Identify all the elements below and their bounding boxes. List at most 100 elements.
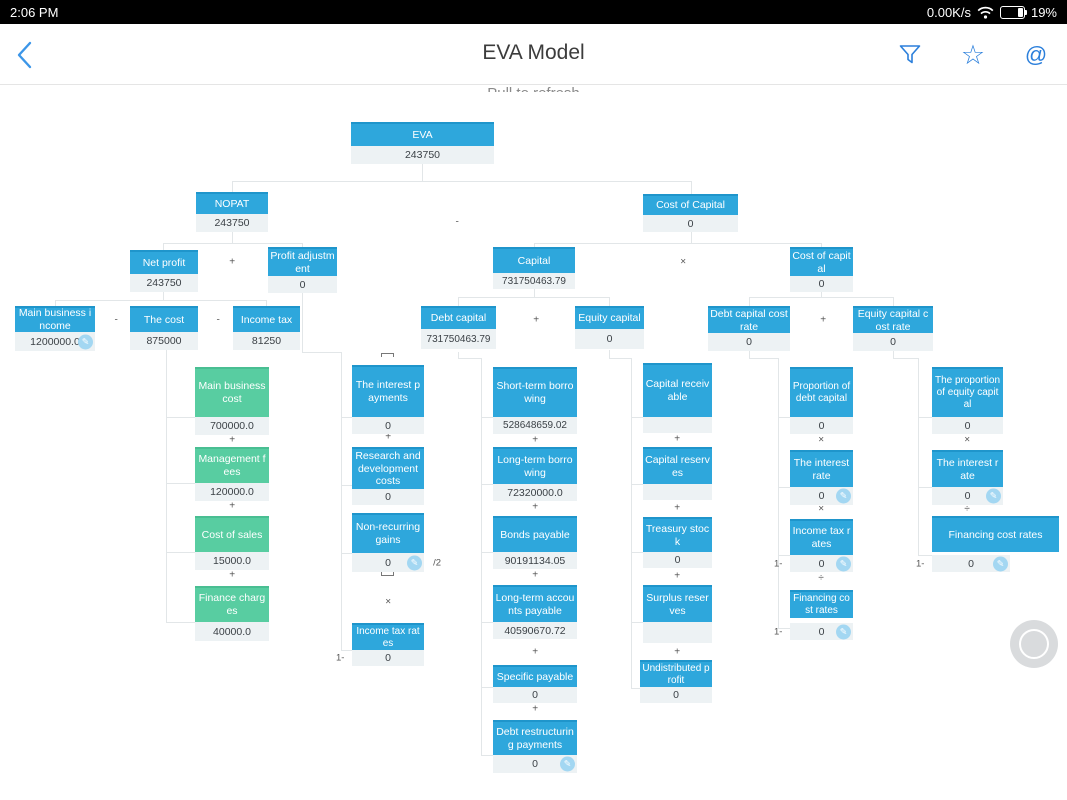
edit-icon[interactable]: ✎ bbox=[560, 756, 575, 772]
node-treasury-stock[interactable]: Treasury stock 0 bbox=[643, 517, 712, 568]
connector-line bbox=[166, 417, 195, 418]
node-label[interactable]: Non-recurring gains bbox=[352, 513, 424, 553]
node-rd-costs[interactable]: Research and development costs 0 bbox=[352, 447, 424, 505]
node-label[interactable]: Income tax rates bbox=[352, 623, 424, 650]
node-cost-of-sales[interactable]: Cost of sales 15000.0 bbox=[195, 516, 269, 570]
node-finance-charges[interactable]: Finance charges 40000.0 bbox=[195, 586, 269, 641]
node-short-term-borrowing[interactable]: Short-term borrowing 528648659.02 bbox=[493, 367, 577, 434]
node-label[interactable]: Specific payable bbox=[493, 665, 577, 687]
node-cost-of-capital[interactable]: Cost of Capital 0 bbox=[643, 194, 738, 232]
node-undistributed-profit[interactable]: Undistributed profit 0 bbox=[640, 660, 712, 703]
node-value: 0✎ bbox=[932, 487, 1003, 505]
node-label[interactable]: Cost of sales bbox=[195, 516, 269, 552]
node-label[interactable]: Proportion of debt capital bbox=[790, 367, 853, 417]
node-proportion-of-debt-capital[interactable]: Proportion of debt capital 0 bbox=[790, 367, 853, 434]
fab-button[interactable] bbox=[1010, 620, 1058, 668]
node-label[interactable]: Equity capital cost rate bbox=[853, 306, 933, 333]
node-label[interactable]: Research and development costs bbox=[352, 447, 424, 489]
node-proportion-of-equity-capital[interactable]: The proportion of equity capital 0 bbox=[932, 367, 1003, 434]
node-debt-capital[interactable]: Debt capital 731750463.79 bbox=[421, 306, 496, 349]
node-label[interactable]: Surplus reserves bbox=[643, 585, 712, 622]
node-label[interactable]: Profit adjustment bbox=[268, 247, 337, 276]
node-capital-receivable[interactable]: Capital receivable bbox=[643, 363, 712, 433]
edit-icon[interactable]: ✎ bbox=[836, 556, 851, 571]
node-label[interactable]: The interest rate bbox=[932, 450, 1003, 487]
edit-icon[interactable]: ✎ bbox=[78, 334, 93, 349]
edit-icon[interactable]: ✎ bbox=[836, 624, 851, 639]
node-label[interactable]: The proportion of equity capital bbox=[932, 367, 1003, 417]
node-equity-capital[interactable]: Equity capital 0 bbox=[575, 306, 644, 349]
node-debt-restructuring-payments[interactable]: Debt restructuring payments 0✎ bbox=[493, 720, 577, 773]
node-main-business-income[interactable]: Main business income 1200000.0✎ bbox=[15, 306, 95, 351]
node-interest-rate-debt[interactable]: The interest rate 0✎ bbox=[790, 450, 853, 505]
edit-icon[interactable]: ✎ bbox=[986, 488, 1001, 504]
node-the-cost[interactable]: The cost 875000 bbox=[130, 306, 198, 350]
node-non-recurring-gains[interactable]: Non-recurring gains 0✎/2 bbox=[352, 513, 441, 572]
node-debt-capital-cost-rate[interactable]: Debt capital cost rate 0 bbox=[708, 306, 790, 351]
node-main-business-cost[interactable]: Main business cost 700000.0 bbox=[195, 367, 269, 435]
node-label[interactable]: Bonds payable bbox=[493, 516, 577, 552]
node-financing-cost-rates-equity[interactable]: Financing cost rates 1-0✎ bbox=[916, 516, 1059, 572]
node-income-tax[interactable]: Income tax 81250 bbox=[233, 306, 300, 350]
mention-button[interactable]: @ bbox=[1019, 38, 1053, 72]
node-net-profit[interactable]: Net profit 243750 bbox=[130, 250, 198, 292]
node-financing-cost-rates-debt[interactable]: Financing cost rates 1-0✎ bbox=[774, 590, 853, 640]
edit-icon[interactable]: ✎ bbox=[993, 556, 1008, 571]
node-surplus-reserves[interactable]: Surplus reserves bbox=[643, 585, 712, 643]
node-capital[interactable]: Capital 731750463.79 bbox=[493, 247, 575, 289]
node-label[interactable]: Debt capital cost rate bbox=[708, 306, 790, 333]
node-label[interactable]: Finance charges bbox=[195, 586, 269, 622]
node-management-fees[interactable]: Management fees 120000.0 bbox=[195, 447, 269, 501]
divide-by-two-suffix: /2 bbox=[433, 557, 441, 568]
node-income-tax-rates-left[interactable]: Income tax rates 1-0 bbox=[336, 623, 424, 666]
node-profit-adjustment[interactable]: Profit adjustment 0 bbox=[268, 247, 337, 293]
node-label[interactable]: EVA bbox=[351, 122, 494, 146]
node-label[interactable]: Cost of Capital bbox=[643, 194, 738, 215]
back-icon[interactable] bbox=[12, 40, 38, 70]
node-label[interactable]: The interest rate bbox=[790, 450, 853, 487]
node-label[interactable]: Undistributed profit bbox=[640, 660, 712, 687]
node-long-term-borrowing[interactable]: Long-term borrowing 72320000.0 bbox=[493, 447, 577, 501]
node-income-tax-rates-right[interactable]: Income tax rates 1-0✎ bbox=[774, 519, 853, 572]
node-label[interactable]: Income tax rates bbox=[790, 519, 853, 555]
node-eva[interactable]: EVA 243750 bbox=[351, 122, 494, 164]
node-label[interactable]: Debt capital bbox=[421, 306, 496, 329]
node-label[interactable]: Equity capital bbox=[575, 306, 644, 329]
connector-line bbox=[458, 297, 609, 298]
node-label[interactable]: Long-term accounts payable bbox=[493, 585, 577, 622]
node-label[interactable]: Management fees bbox=[195, 447, 269, 483]
node-label[interactable]: Income tax bbox=[233, 306, 300, 332]
node-label[interactable]: Treasury stock bbox=[643, 517, 712, 552]
node-label[interactable]: Short-term borrowing bbox=[493, 367, 577, 417]
node-label[interactable]: NOPAT bbox=[196, 192, 268, 214]
node-label[interactable]: Capital bbox=[493, 247, 575, 273]
node-label[interactable]: The interest payments bbox=[352, 365, 424, 417]
node-value bbox=[643, 417, 712, 433]
node-label[interactable]: Cost of capital bbox=[790, 247, 853, 276]
node-specific-payable[interactable]: Specific payable 0 bbox=[493, 665, 577, 703]
node-label[interactable]: Long-term borrowing bbox=[493, 447, 577, 484]
edit-icon[interactable]: ✎ bbox=[407, 555, 422, 570]
node-interest-payments[interactable]: The interest payments 0 bbox=[352, 365, 424, 434]
node-long-term-accounts-payable[interactable]: Long-term accounts payable 40590670.72 bbox=[493, 585, 577, 639]
node-label[interactable]: Main business cost bbox=[195, 367, 269, 417]
connector-line bbox=[481, 687, 493, 688]
node-label[interactable]: Financing cost rates bbox=[932, 516, 1059, 552]
node-label[interactable]: The cost bbox=[130, 306, 198, 332]
node-interest-rate-equity[interactable]: The interest rate 0✎ bbox=[932, 450, 1003, 505]
node-label[interactable]: Debt restructuring payments bbox=[493, 720, 577, 755]
node-label[interactable]: Capital reserves bbox=[643, 447, 712, 484]
edit-icon[interactable]: ✎ bbox=[836, 488, 851, 504]
node-label[interactable]: Financing cost rates bbox=[790, 590, 853, 618]
node-label[interactable]: Main business income bbox=[15, 306, 95, 332]
node-value: 15000.0 bbox=[195, 552, 269, 570]
node-capital-reserves[interactable]: Capital reserves bbox=[643, 447, 712, 500]
node-label[interactable]: Capital receivable bbox=[643, 363, 712, 417]
favorite-button[interactable]: ☆ bbox=[956, 38, 990, 72]
filter-button[interactable] bbox=[893, 38, 927, 72]
node-cost-of-capital-rate[interactable]: Cost of capital 0 bbox=[790, 247, 853, 292]
node-nopat[interactable]: NOPAT 243750 bbox=[196, 192, 268, 232]
node-bonds-payable[interactable]: Bonds payable 90191134.05 bbox=[493, 516, 577, 569]
node-label[interactable]: Net profit bbox=[130, 250, 198, 274]
node-equity-capital-cost-rate[interactable]: Equity capital cost rate 0 bbox=[853, 306, 933, 351]
